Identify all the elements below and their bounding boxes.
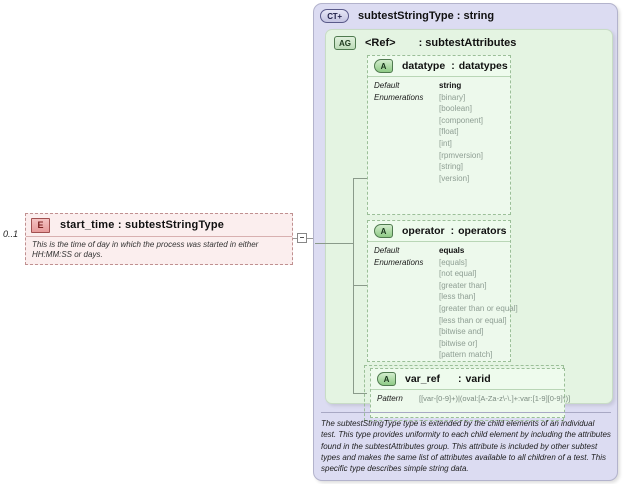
attribute-separator: : [458,373,462,385]
attribute-card-varref[interactable]: A var_ref : varid Pattern [[var-[0-9]+)|… [370,368,570,418]
complex-type-badge-icon: CT+ [320,9,349,23]
complex-type-title: subtestStringType : string [358,10,495,22]
tree-branch-line-datatype [353,178,367,179]
element-header: E start_time : subtestStringType [26,214,292,237]
element-title: start_time : subtestStringType [60,219,225,231]
attribute-card-operator[interactable]: A operator : operators Default Enumerati… [367,220,518,365]
enumeration-item: [int] [439,138,452,148]
facet-default-value: equals [439,246,465,255]
ct-badge-text: CT [327,11,338,21]
connector-line-left [293,238,298,239]
attribute-name: datatype [402,60,446,72]
enumeration-item: [boolean] [439,104,472,114]
complex-type-header: CT+ subtestStringType : string [320,9,494,23]
facet-label-pattern: Pattern [377,394,403,403]
attribute-badge-icon: A [374,59,393,73]
enumeration-item: [bitwise and] [439,327,484,337]
enumeration-item: [greater than] [439,280,487,290]
facet-label-enumerations: Enumerations [374,92,424,102]
attribute-header-datatype: A datatype : datatypes [368,56,510,77]
enumeration-item: [version] [439,173,470,183]
facet-label-column: Default Enumerations [374,245,439,361]
attribute-type: operators [458,225,507,237]
attribute-body-varref: Pattern [[var-[0-9]+)|(oval:[A-Za-z\-\.]… [371,390,570,409]
enumeration-item: [greater than or equal] [439,303,518,313]
element-badge-icon: E [31,217,50,233]
attribute-separator: : [450,225,455,237]
attribute-badge-icon: A [374,224,393,238]
enumeration-item: [less than or equal] [439,315,507,325]
ct-badge-plus-icon[interactable]: + [337,11,342,21]
facet-label-enumerations: Enumerations [374,257,424,267]
attribute-body-operator: Default Enumerations equals [equals] [no… [368,242,518,365]
enumeration-item: [component] [439,115,484,125]
tree-branch-line-varref [353,393,367,394]
attribute-header-varref: A var_ref : varid [371,369,564,390]
enumeration-item: [rpmversion] [439,150,484,160]
attribute-group-badge-icon: AG [334,36,356,50]
element-documentation: This is the time of day in which the pro… [32,240,259,259]
enumeration-item: [not equal] [439,269,477,279]
collapse-toggle-icon[interactable] [297,233,307,243]
tree-inbound-line [315,243,353,244]
attribute-badge-icon: A [377,372,396,386]
enumeration-item: [pattern match] [439,350,493,360]
attribute-type: datatypes [458,60,508,72]
attribute-group-ref: <Ref> [365,37,396,49]
attribute-group-type: : subtestAttributes [418,37,517,49]
attribute-name: var_ref [405,373,441,385]
enumeration-item: [binary] [439,92,466,102]
enumeration-item: [equals] [439,257,468,267]
enumeration-item: [string] [439,162,464,172]
occurrence-label: 0..1 [3,229,19,239]
attribute-body-datatype: Default Enumerations string [binary] [bo… [368,77,510,188]
enumeration-item: [float] [439,127,459,137]
facet-value-column: [[var-[0-9]+)|(oval:[A-Za-z\-\.]+:var:[1… [419,393,570,405]
facet-pattern-value: [[var-[0-9]+)|(oval:[A-Za-z\-\.]+:var:[1… [419,394,571,403]
attribute-group-header: AG <Ref> : subtestAttributes [334,36,516,50]
facet-label-default: Default [374,81,400,90]
attribute-name: operator [402,225,445,237]
attribute-group-region[interactable]: AG <Ref> : subtestAttributes A datatype … [315,29,613,421]
facet-label-default: Default [374,246,400,255]
enumeration-item: [less than] [439,292,476,302]
complex-type-container[interactable]: CT+ subtestStringType : string AG <Ref> … [313,3,618,481]
attribute-type: varid [465,373,491,385]
facet-value-column: string [binary] [boolean] [component] [f… [439,80,510,184]
facet-value-column: equals [equals] [not equal] [greater tha… [439,245,518,361]
attribute-separator: : [451,60,455,72]
facet-label-column: Pattern [377,393,419,405]
connector-line-right [307,238,317,239]
tree-branch-line-operator [353,285,367,286]
element-card-start-time[interactable]: E start_time : subtestStringType This is… [25,213,293,265]
attribute-header-operator: A operator : operators [368,221,510,242]
attribute-card-datatype[interactable]: A datatype : datatypes Default Enumerati… [367,55,511,215]
enumeration-item: [bitwise or] [439,338,478,348]
facet-default-value: string [439,81,462,90]
complex-type-documentation: The subtestStringType type is extended b… [321,412,611,475]
facet-label-column: Default Enumerations [374,80,439,184]
